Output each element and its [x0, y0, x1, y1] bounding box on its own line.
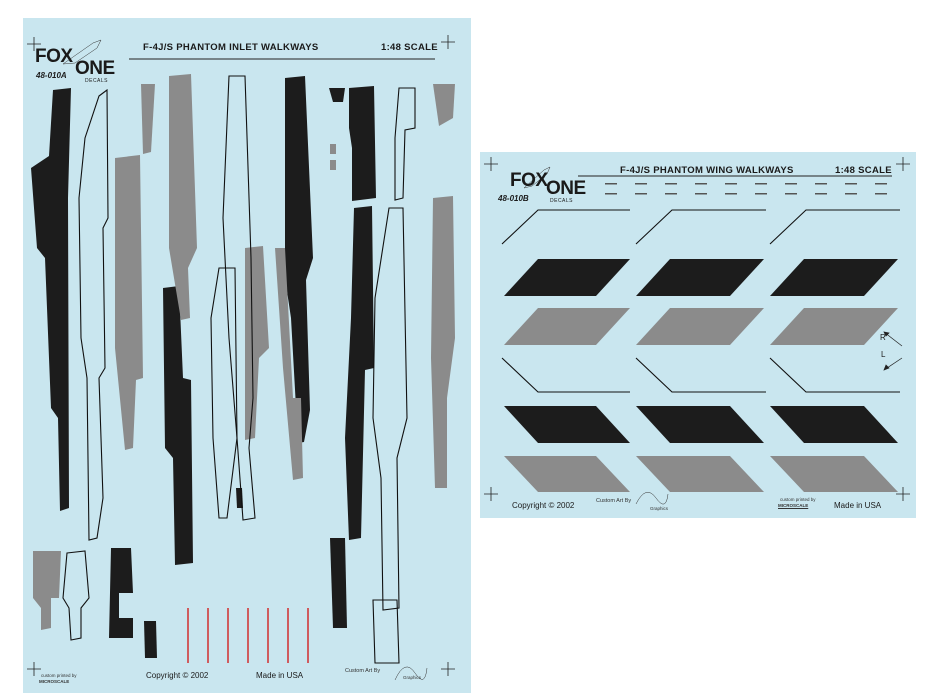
custom-art-credit: Custom Art By — [345, 668, 381, 674]
sheet-title: F-4J/S PHANTOM WING WALKWAYS — [620, 165, 794, 176]
scale-label: 1:48 SCALE — [381, 42, 438, 53]
logo-one: ONE — [546, 178, 586, 199]
black-walkway-strip — [285, 76, 313, 443]
logo-fox: FOX — [510, 170, 548, 191]
logo-fox: FOX — [35, 46, 73, 67]
sheet-title: F-4J/S PHANTOM INLET WALKWAYS — [143, 42, 319, 53]
outline-walkway-block — [62, 550, 90, 641]
registration-mark — [896, 157, 910, 171]
made-in-label: Made in USA — [834, 501, 882, 510]
registration-mark — [896, 487, 910, 501]
black-walkway-strip — [345, 206, 374, 540]
black-walkway-block — [329, 88, 345, 102]
grey-wing-walkway — [504, 456, 630, 492]
grey-walkway-strip — [433, 84, 455, 126]
outline-walkway-strip — [222, 75, 256, 521]
outline-wing-walkway — [769, 357, 900, 393]
outline-walkway-strip — [394, 87, 416, 201]
artist-signature-icon — [635, 492, 669, 505]
black-walkway-strip — [31, 88, 71, 511]
logo-decals: DECALS — [550, 198, 574, 204]
black-walkway-strip — [349, 86, 376, 201]
inlet-walkways-artwork — [27, 35, 455, 681]
sheet-code: 48-010B — [498, 194, 529, 203]
grey-wing-walkway — [636, 308, 764, 345]
outline-wing-walkway — [501, 357, 630, 393]
grey-wing-walkway — [770, 456, 898, 492]
custom-art-credit: Custom Art By — [596, 498, 632, 504]
copyright: Copyright © 2002 — [146, 671, 209, 680]
red-stripe-group — [187, 608, 309, 663]
logo-decals: DECALS — [85, 78, 109, 84]
copyright: Copyright © 2002 — [512, 501, 575, 510]
outline-walkway-strip — [78, 88, 109, 541]
grey-walkway-strip — [115, 155, 143, 450]
grey-walkway-strip — [245, 246, 269, 440]
printer-credit: custom printed by — [41, 673, 77, 678]
black-walkway-block — [330, 538, 347, 628]
black-walkway-strip — [163, 286, 193, 565]
graphics-credit: Graphics — [403, 675, 422, 680]
black-walkway-block — [109, 548, 133, 638]
left-side-label: L — [881, 350, 886, 359]
black-walkway-block — [144, 621, 157, 658]
black-wing-walkway — [636, 406, 764, 443]
artist-signature-icon — [394, 666, 428, 681]
logo-one: ONE — [75, 58, 115, 79]
wing-walkways-artwork — [484, 157, 910, 505]
grey-wing-walkway — [770, 308, 898, 345]
registration-mark — [484, 487, 498, 501]
outline-walkway-strip — [210, 267, 238, 519]
grey-walkway-block — [330, 160, 336, 170]
black-wing-walkway — [636, 259, 764, 296]
outline-wing-walkway — [635, 357, 766, 393]
registration-mark — [441, 35, 455, 49]
scale-label: 1:48 SCALE — [835, 165, 892, 176]
made-in-label: Made in USA — [256, 671, 304, 680]
inlet-walkways-decal-sheet: FOX ONE DECALS 48-010A F-4J/S PHANTOM IN… — [23, 18, 471, 693]
graphics-credit: Graphics — [650, 506, 669, 511]
right-side-label: R — [880, 333, 886, 342]
black-wing-walkway — [770, 406, 898, 443]
grey-walkway-block — [330, 144, 336, 154]
registration-mark — [484, 157, 498, 171]
sheet-code: 48-010A — [36, 71, 67, 80]
registration-mark — [441, 662, 455, 676]
black-wing-walkway — [504, 259, 630, 296]
black-wing-walkway — [770, 259, 898, 296]
outline-walkway-strip — [372, 207, 408, 611]
printer-name: MICROSCALE — [39, 679, 70, 684]
printer-name: MICROSCALE — [778, 503, 809, 508]
registration-mark — [27, 37, 41, 51]
reference-marks — [605, 183, 887, 195]
printer-credit: custom printed by — [780, 497, 816, 502]
grey-walkway-strip — [431, 196, 455, 488]
black-wing-walkway — [504, 406, 630, 443]
wing-walkways-decal-sheet: FOX ONE DECALS 48-010B F-4J/S PHANTOM WI… — [480, 152, 916, 518]
grey-wing-walkway — [636, 456, 764, 492]
registration-mark — [27, 662, 41, 676]
grey-walkway-strip — [141, 84, 155, 154]
grey-walkway-strip — [169, 74, 197, 320]
jet-sketch-icon — [62, 39, 102, 65]
grey-walkway-strip — [275, 248, 303, 480]
jet-sketch-icon — [523, 166, 551, 189]
outline-wing-walkway — [635, 209, 766, 245]
grey-wing-walkway — [504, 308, 630, 345]
grey-walkway-block — [33, 551, 61, 630]
outline-walkway-block — [372, 599, 400, 664]
outline-wing-walkway — [769, 209, 900, 245]
outline-wing-walkway — [501, 209, 630, 245]
